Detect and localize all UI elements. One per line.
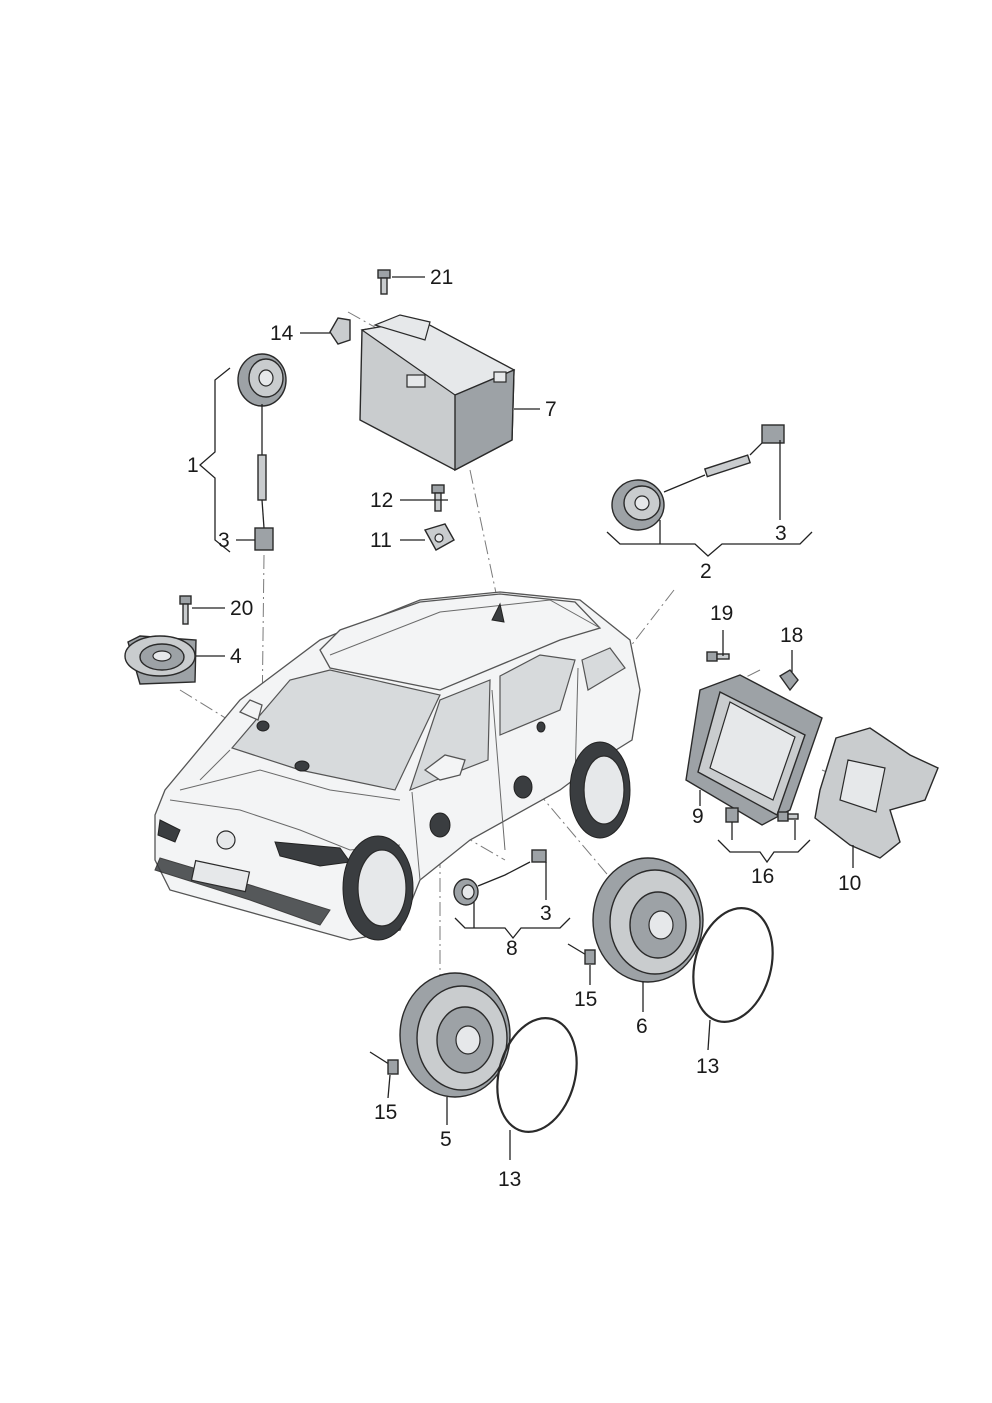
leader-lines: [192, 276, 854, 1160]
callout-9: 9: [692, 805, 704, 828]
callout-21: 21: [430, 266, 453, 289]
callout-11: 11: [370, 529, 392, 552]
callout-labels: 21 14 7 1 12 11 3 3 2 20 4 19 18 9 16 10…: [187, 266, 861, 1191]
callout-8: 8: [506, 937, 518, 960]
door-speaker-6: [592, 857, 704, 983]
callout-19: 19: [710, 602, 733, 625]
amplifier-bracket: [814, 727, 939, 859]
callout-5: 5: [440, 1128, 452, 1151]
callout-16: 16: [751, 865, 774, 888]
callout-10: 10: [838, 872, 861, 895]
callout-12: 12: [370, 489, 393, 512]
callout-20: 20: [230, 597, 253, 620]
midrange-speaker: [124, 635, 197, 685]
callout-2: 2: [700, 560, 712, 583]
callout-13-right: 13: [696, 1055, 719, 1078]
bracket-14: [329, 317, 351, 345]
seal-ring-13-right: [692, 907, 774, 1023]
callout-4: 4: [230, 645, 242, 668]
callout-3-right: 3: [775, 522, 787, 545]
callout-14: 14: [270, 322, 294, 345]
callout-18: 18: [780, 624, 803, 647]
screw-19: [706, 651, 730, 662]
vehicle-illustration: [154, 591, 641, 941]
door-tweeter-with-cable: [453, 849, 547, 906]
tweeter-with-cable: [237, 353, 287, 551]
bolt-12: [431, 484, 445, 512]
rivet-15-left: [369, 1051, 399, 1075]
amplifier: [685, 674, 823, 826]
callout-15-right: 15: [574, 988, 597, 1011]
screw-20: [179, 595, 192, 625]
tweeter-with-cable-right: [611, 424, 785, 531]
bolt-21: [377, 269, 391, 295]
seal-ring-13-left: [496, 1017, 578, 1133]
callout-1: 1: [187, 454, 199, 477]
subwoofer-box: [359, 314, 516, 472]
callout-15-left: 15: [374, 1101, 397, 1124]
clip-18: [778, 669, 799, 692]
fasteners-16: [725, 807, 799, 823]
callout-13-left: 13: [498, 1168, 521, 1191]
callout-3-top: 3: [218, 529, 230, 552]
callout-6: 6: [636, 1015, 648, 1038]
rivet-15-right: [567, 943, 596, 965]
door-speaker-5: [399, 972, 511, 1098]
nut-plate-11: [423, 523, 455, 551]
callout-7: 7: [545, 398, 557, 421]
callout-3-door: 3: [540, 902, 552, 925]
